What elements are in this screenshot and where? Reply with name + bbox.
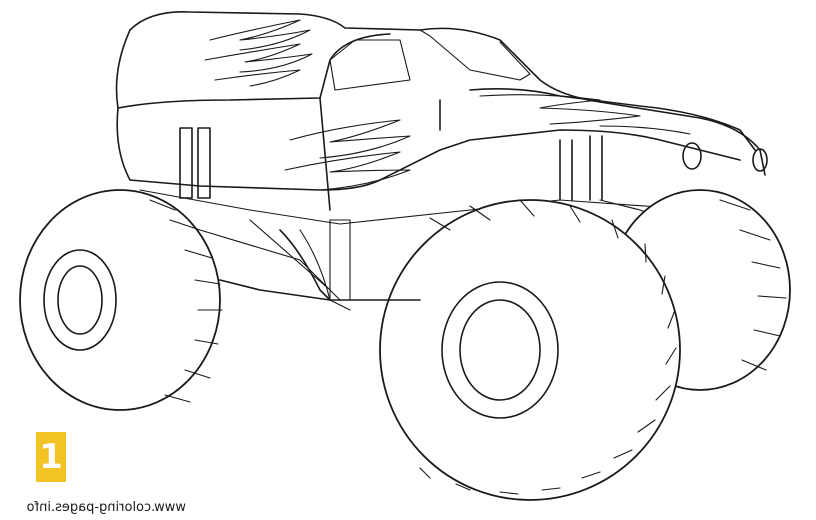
hood	[469, 88, 756, 151]
body-lower	[116, 107, 741, 191]
tire-rear-left	[19, 189, 223, 411]
headlight-right	[752, 148, 768, 172]
watermark-url: www.coloring-pages.info	[26, 500, 186, 515]
headlight-left	[682, 142, 702, 170]
roof-flames	[204, 19, 313, 87]
front-shocks	[179, 127, 603, 201]
exhaust-pipe	[279, 229, 331, 301]
truck-body-top	[115, 29, 391, 109]
page-number-badge: 1	[36, 432, 66, 482]
door-frame	[319, 97, 441, 211]
hood-flames	[479, 94, 691, 135]
windshield	[419, 29, 531, 81]
door-flames	[284, 119, 411, 191]
truck-cab	[129, 11, 766, 176]
side-window	[329, 39, 411, 91]
tire-front-right	[379, 199, 681, 501]
drive-shaft	[219, 279, 421, 301]
